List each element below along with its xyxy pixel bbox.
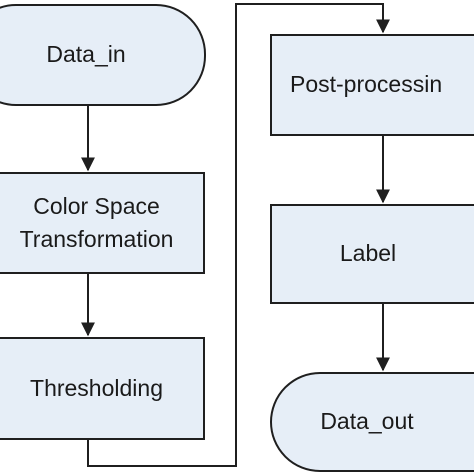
node-thresholding: Thresholding xyxy=(0,337,205,440)
node-data-out-label: Data_out xyxy=(320,408,414,435)
node-data-out: Data_out xyxy=(270,372,474,472)
node-color-space-label-line-1: Color Space xyxy=(33,192,160,219)
node-color-space-label-line-2: Transformation xyxy=(19,226,174,252)
node-post-processing-label: Post-processin xyxy=(290,71,443,98)
node-data-in: Data_in xyxy=(0,4,206,106)
node-post-processing: Post-processin xyxy=(270,34,474,136)
node-color-space-transformation: Color Space Transformation xyxy=(0,172,205,274)
node-data-in-label: Data_in xyxy=(46,41,126,68)
node-thresholding-label: Thresholding xyxy=(30,374,163,401)
node-label: Label xyxy=(270,204,474,304)
edge-thresholding-to-post-processing xyxy=(87,3,390,467)
node-label-label: Label xyxy=(339,240,397,267)
